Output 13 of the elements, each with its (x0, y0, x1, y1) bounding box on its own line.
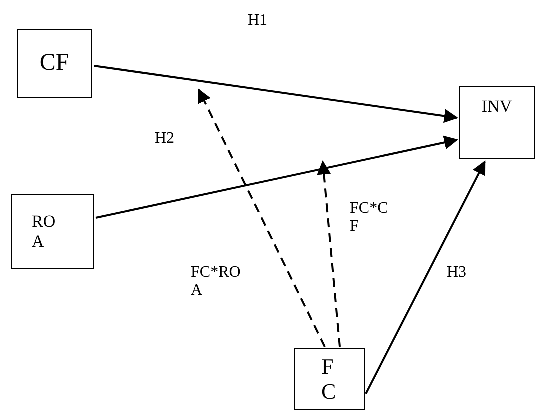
arrow (94, 65, 458, 124)
variable-name: FC (322, 354, 338, 404)
variable-name: CF (40, 50, 70, 78)
variable-box (17, 29, 92, 98)
variable-box (459, 86, 535, 159)
variable-name: INV (482, 97, 512, 117)
variable-box (294, 348, 365, 410)
dashed-arrow (198, 88, 326, 348)
arrow (96, 136, 458, 219)
dashed-arrow (317, 160, 341, 348)
arrow (365, 160, 486, 394)
variable-box (11, 194, 94, 269)
variable-name: ROA (32, 212, 57, 252)
